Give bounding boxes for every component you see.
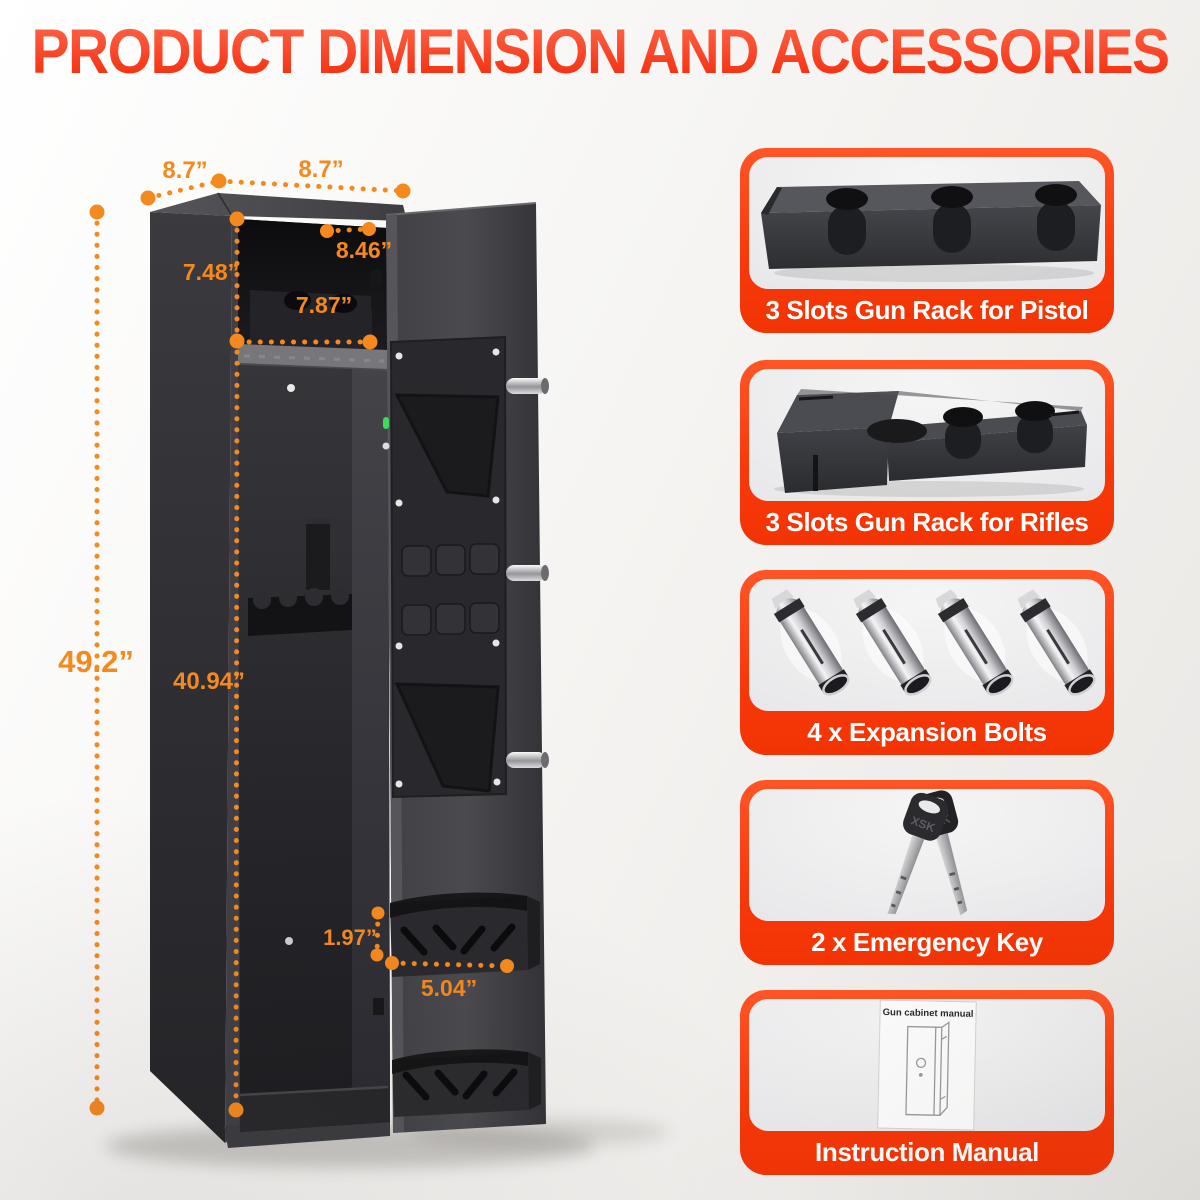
floor-foam	[240, 1086, 390, 1132]
accessory-label: 2 x Emergency Key	[811, 927, 1043, 957]
door-bottom-pocket	[394, 682, 500, 793]
dim-top-width: 8.7”	[298, 156, 343, 183]
manual-cabinet-drawing	[905, 1021, 950, 1116]
cabinet-top-face	[150, 193, 407, 221]
elastic-loops	[401, 543, 500, 636]
manual-page-title: Gun cabinet manual	[883, 1007, 974, 1020]
cabinet-front-frame	[225, 216, 240, 1143]
rifle-slots	[943, 401, 1055, 459]
cabinet-door-open	[371, 202, 549, 1133]
dim-inner-opening-height: 7.48”	[183, 259, 239, 285]
door-vent-pocket-upper	[390, 892, 540, 977]
manual-page: Gun cabinet manual	[877, 999, 977, 1131]
emergency-keys: XSK XSK	[887, 790, 968, 916]
dim-side-depth: 8.7”	[162, 157, 207, 184]
accessory-card-expansion-bolts: 4 x Expansion Bolts	[740, 570, 1114, 755]
interior-right-wall	[352, 369, 390, 1122]
door-top-pocket	[394, 393, 500, 498]
pistol-slots	[826, 184, 1077, 255]
accessory-label: 3 Slots Gun Rack for Pistol	[765, 295, 1089, 325]
accessory-card-pistol-rack: 3 Slots Gun Rack for Pistol	[740, 148, 1114, 333]
status-led	[383, 417, 389, 429]
dim-door-pocket-width: 5.04”	[421, 975, 477, 1001]
accessory-image-instruction-manual: Gun cabinet manual	[749, 999, 1105, 1131]
accessory-card-emergency-keys: XSK XSK	[740, 780, 1114, 965]
dimension-lines	[89, 173, 514, 1118]
expansion-bolts	[771, 589, 1096, 696]
hinge-top	[506, 378, 549, 394]
mount-hole-upper	[287, 384, 295, 392]
shelf	[238, 344, 388, 371]
page-title: PRODUCT DIMENSION AND ACCESSORIES	[0, 16, 1200, 89]
accessory-card-instruction-manual: Gun cabinet manual Instruction Manual	[740, 990, 1114, 1175]
accessory-image-pistol-rack	[749, 157, 1105, 289]
dim-inner-opening-width: 8.46”	[336, 237, 392, 263]
hinge-bottom	[506, 752, 549, 768]
mount-hole-lower	[285, 937, 293, 945]
dim-inner-width: 7.87”	[296, 292, 352, 318]
accessory-image-rifle-rack	[749, 369, 1105, 501]
cabinet-left-face	[150, 212, 232, 1143]
accessory-image-expansion-bolts	[749, 579, 1105, 711]
cabinet-interior	[238, 219, 390, 1132]
accessory-image-emergency-keys: XSK XSK	[749, 789, 1105, 921]
door-edge-dot	[382, 442, 390, 450]
interior-back-wall	[238, 365, 352, 1132]
accessory-label: Instruction Manual	[815, 1137, 1039, 1167]
hinge-middle	[506, 565, 549, 581]
door-vent-pocket-lower	[392, 1049, 541, 1117]
dim-overall-height: 49.2”	[58, 644, 134, 679]
dim-inner-height: 40.94”	[173, 668, 245, 695]
accessory-card-rifle-rack: 3 Slots Gun Rack for Rifles	[740, 360, 1114, 545]
barrel-rest-column	[306, 524, 330, 590]
cabinet-body	[150, 192, 407, 1148]
accessory-label: 4 x Expansion Bolts	[807, 717, 1047, 747]
accessory-label: 3 Slots Gun Rack for Rifles	[765, 507, 1089, 537]
panel-screws	[395, 348, 501, 788]
dim-door-pocket-height: 1.97”	[323, 925, 377, 950]
barrel-rest-foam	[248, 587, 352, 636]
door-hinges	[506, 378, 549, 768]
